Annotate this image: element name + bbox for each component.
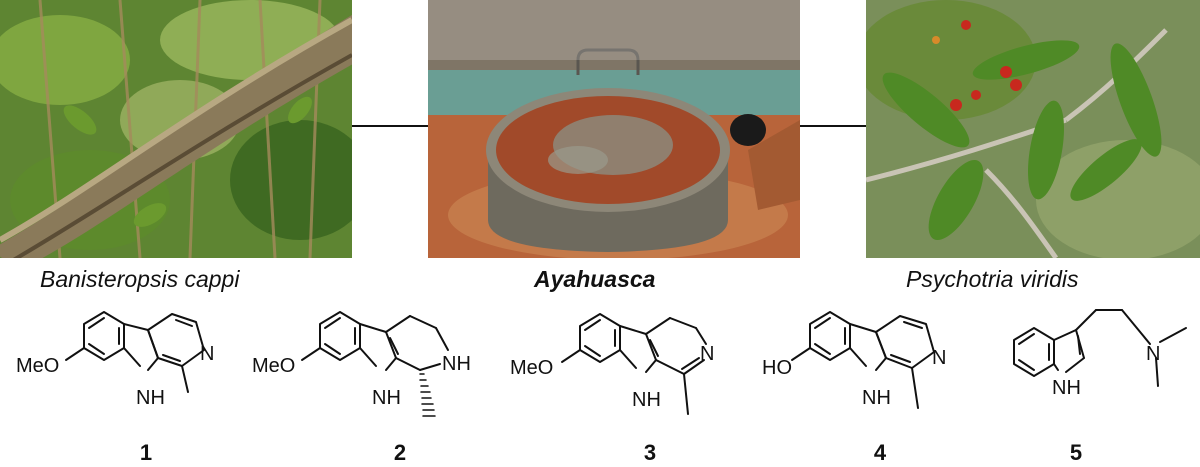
compound-4-nh: NH bbox=[862, 387, 891, 409]
psychotria-photo bbox=[866, 0, 1200, 258]
compound-2-ring-nh: NH bbox=[442, 353, 471, 375]
connector-line-right bbox=[800, 125, 866, 127]
compound-4-structure bbox=[791, 311, 935, 409]
compound-1-nh: NH bbox=[136, 387, 165, 409]
compound-2-structure bbox=[301, 311, 449, 417]
compound-1-number: 1 bbox=[140, 440, 152, 465]
caption-psychotria: Psychotria viridis bbox=[906, 266, 1079, 292]
compound-2-substituent: MeO bbox=[252, 355, 295, 377]
banisteriopsis-photo bbox=[0, 0, 352, 258]
compound-3-structure bbox=[561, 313, 707, 415]
compound-1-structure bbox=[65, 311, 205, 393]
compound-4-ring-n: N bbox=[932, 347, 946, 369]
compound-2-nh: NH bbox=[372, 387, 401, 409]
compound-3-number: 3 bbox=[644, 440, 656, 465]
compound-4-number: 4 bbox=[874, 440, 887, 465]
compound-5-structure bbox=[1013, 309, 1187, 387]
compound-5-number: 5 bbox=[1070, 440, 1082, 465]
compound-2-number: 2 bbox=[394, 440, 406, 465]
compound-3-ring-n: N bbox=[700, 343, 714, 365]
compound-3-nh: NH bbox=[632, 389, 661, 411]
ayahuasca-pot-photo bbox=[428, 0, 800, 258]
caption-ayahuasca: Ayahuasca bbox=[534, 266, 656, 292]
compound-1-substituent: MeO bbox=[16, 355, 59, 377]
caption-banisteriopsis: Banisteropsis cappi bbox=[40, 266, 240, 292]
compound-5-nh: NH bbox=[1052, 377, 1081, 399]
compound-1-ring-n: N bbox=[200, 343, 214, 365]
structures-panel: MeO NH N MeO NH NH MeO NH N HO NH N NH N… bbox=[16, 309, 1187, 465]
compound-3-substituent: MeO bbox=[510, 357, 553, 379]
compound-5-amine-n: N bbox=[1146, 343, 1160, 365]
compound-4-substituent: HO bbox=[762, 357, 792, 379]
connector-line-left bbox=[352, 125, 428, 127]
